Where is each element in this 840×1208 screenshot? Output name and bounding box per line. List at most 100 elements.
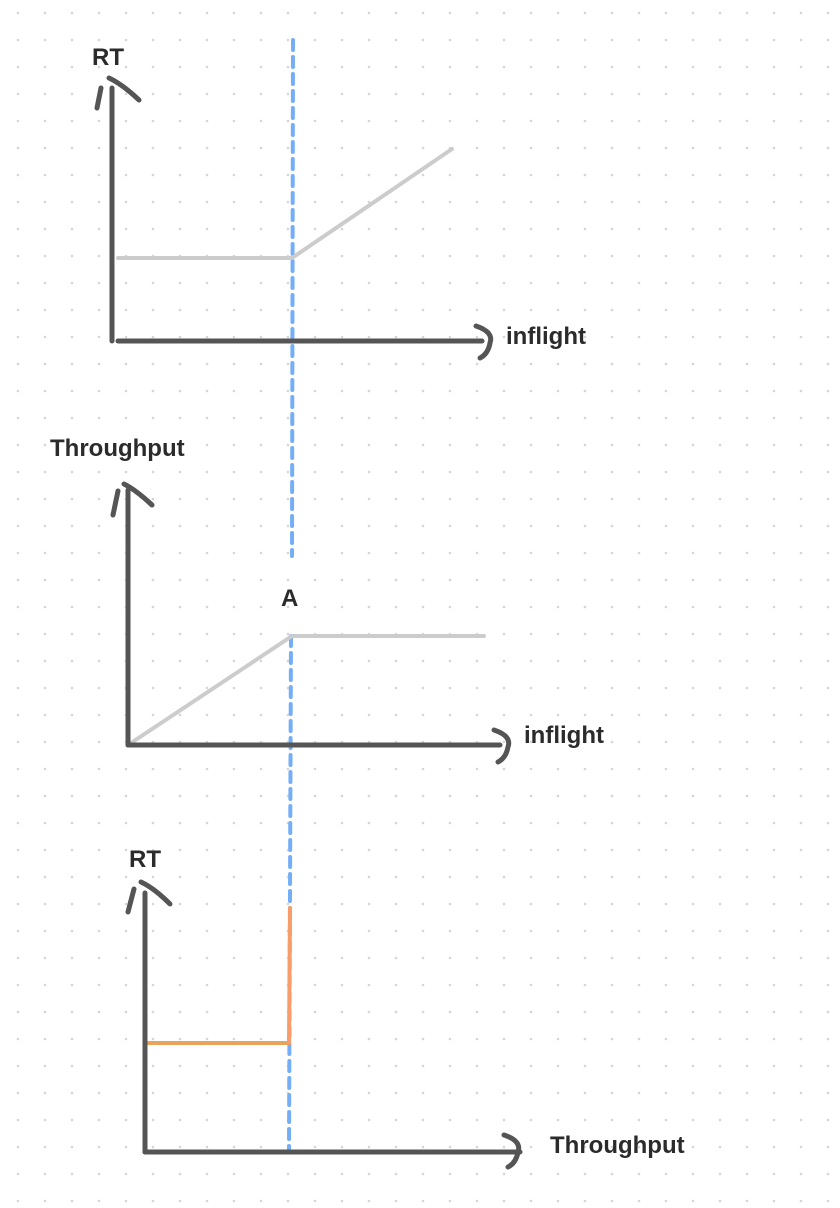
grid-dot — [610, 416, 614, 420]
grid-dot — [286, 281, 290, 285]
grid-dot — [43, 227, 47, 231]
grid-dot — [259, 1010, 263, 1014]
grid-dot — [691, 983, 695, 987]
grid-dot — [610, 956, 614, 960]
chart1-y-label: RT — [92, 44, 124, 71]
grid-dot — [718, 686, 722, 690]
grid-dot — [394, 875, 398, 879]
grid-dot — [97, 200, 101, 204]
grid-dot — [16, 119, 20, 123]
grid-dot — [340, 875, 344, 879]
grid-dot — [502, 956, 506, 960]
grid-dot — [502, 200, 506, 204]
grid-dot — [556, 65, 560, 69]
grid-dot — [394, 686, 398, 690]
grid-dot — [556, 146, 560, 150]
grid-dot — [205, 1010, 209, 1014]
grid-dot — [556, 227, 560, 231]
grid-dot — [718, 11, 722, 15]
grid-dot — [475, 119, 479, 123]
grid-dot — [43, 416, 47, 420]
grid-dot — [205, 713, 209, 717]
grid-dot — [664, 1172, 668, 1176]
grid-dot — [313, 1145, 317, 1149]
grid-dot — [610, 767, 614, 771]
grid-dot — [340, 254, 344, 258]
grid-dot — [97, 524, 101, 528]
grid-dot — [583, 470, 587, 474]
grid-dot — [232, 1199, 236, 1203]
grid-dot — [97, 956, 101, 960]
grid-dot — [259, 929, 263, 933]
grid-dot — [286, 524, 290, 528]
grid-dot — [394, 416, 398, 420]
grid-dot — [151, 686, 155, 690]
grid-dot — [421, 65, 425, 69]
grid-dot — [745, 146, 749, 150]
grid-dot — [610, 1172, 614, 1176]
grid-dot — [502, 38, 506, 42]
grid-dot — [43, 983, 47, 987]
grid-dot — [664, 713, 668, 717]
grid-dot — [97, 1145, 101, 1149]
grid-dot — [124, 443, 128, 447]
guide-line-a-lower — [287, 634, 293, 1152]
grid-dot — [178, 524, 182, 528]
grid-dot — [583, 1091, 587, 1095]
grid-dot — [232, 794, 236, 798]
grid-dot — [799, 1037, 803, 1041]
grid-dot — [421, 11, 425, 15]
grid-dot — [124, 65, 128, 69]
grid-dot — [313, 929, 317, 933]
grid-dot — [745, 1037, 749, 1041]
grid-dot — [205, 848, 209, 852]
grid-dot — [583, 335, 587, 339]
grid-dot — [232, 1091, 236, 1095]
grid-dot — [718, 389, 722, 393]
grid-dot — [529, 875, 533, 879]
grid-dot — [232, 956, 236, 960]
grid-dot — [556, 1064, 560, 1068]
chart2-y-label: Throughput — [50, 435, 185, 462]
grid-dot — [664, 1199, 668, 1203]
grid-dot — [178, 92, 182, 96]
grid-dot — [826, 119, 830, 123]
grid-dot — [475, 497, 479, 501]
grid-dot — [313, 821, 317, 825]
grid-dot — [232, 983, 236, 987]
grid-dot — [502, 146, 506, 150]
grid-dot — [70, 173, 74, 177]
grid-dot — [583, 1010, 587, 1014]
grid-dot — [583, 1064, 587, 1068]
grid-dot — [16, 686, 20, 690]
grid-dot — [151, 92, 155, 96]
grid-dot — [70, 659, 74, 663]
grid-dot — [367, 875, 371, 879]
grid-dot — [475, 443, 479, 447]
grid-dot — [799, 1010, 803, 1014]
grid-dot — [556, 335, 560, 339]
grid-dot — [286, 416, 290, 420]
grid-dot — [475, 1064, 479, 1068]
grid-dot — [529, 794, 533, 798]
grid-dot — [232, 11, 236, 15]
grid-dot — [178, 821, 182, 825]
grid-dot — [43, 92, 47, 96]
grid-dot — [745, 362, 749, 366]
grid-dot — [124, 848, 128, 852]
grid-dot — [610, 551, 614, 555]
grid-dot — [259, 686, 263, 690]
grid-dot — [556, 524, 560, 528]
grid-dot — [97, 362, 101, 366]
grid-dot — [691, 92, 695, 96]
grid-dot — [637, 605, 641, 609]
grid-dot — [448, 389, 452, 393]
grid-dot — [745, 956, 749, 960]
grid-dot — [367, 281, 371, 285]
grid-dot — [367, 794, 371, 798]
grid-dot — [637, 956, 641, 960]
grid-dot — [340, 1199, 344, 1203]
grid-dot — [16, 848, 20, 852]
grid-dot — [367, 1064, 371, 1068]
grid-dot — [610, 362, 614, 366]
